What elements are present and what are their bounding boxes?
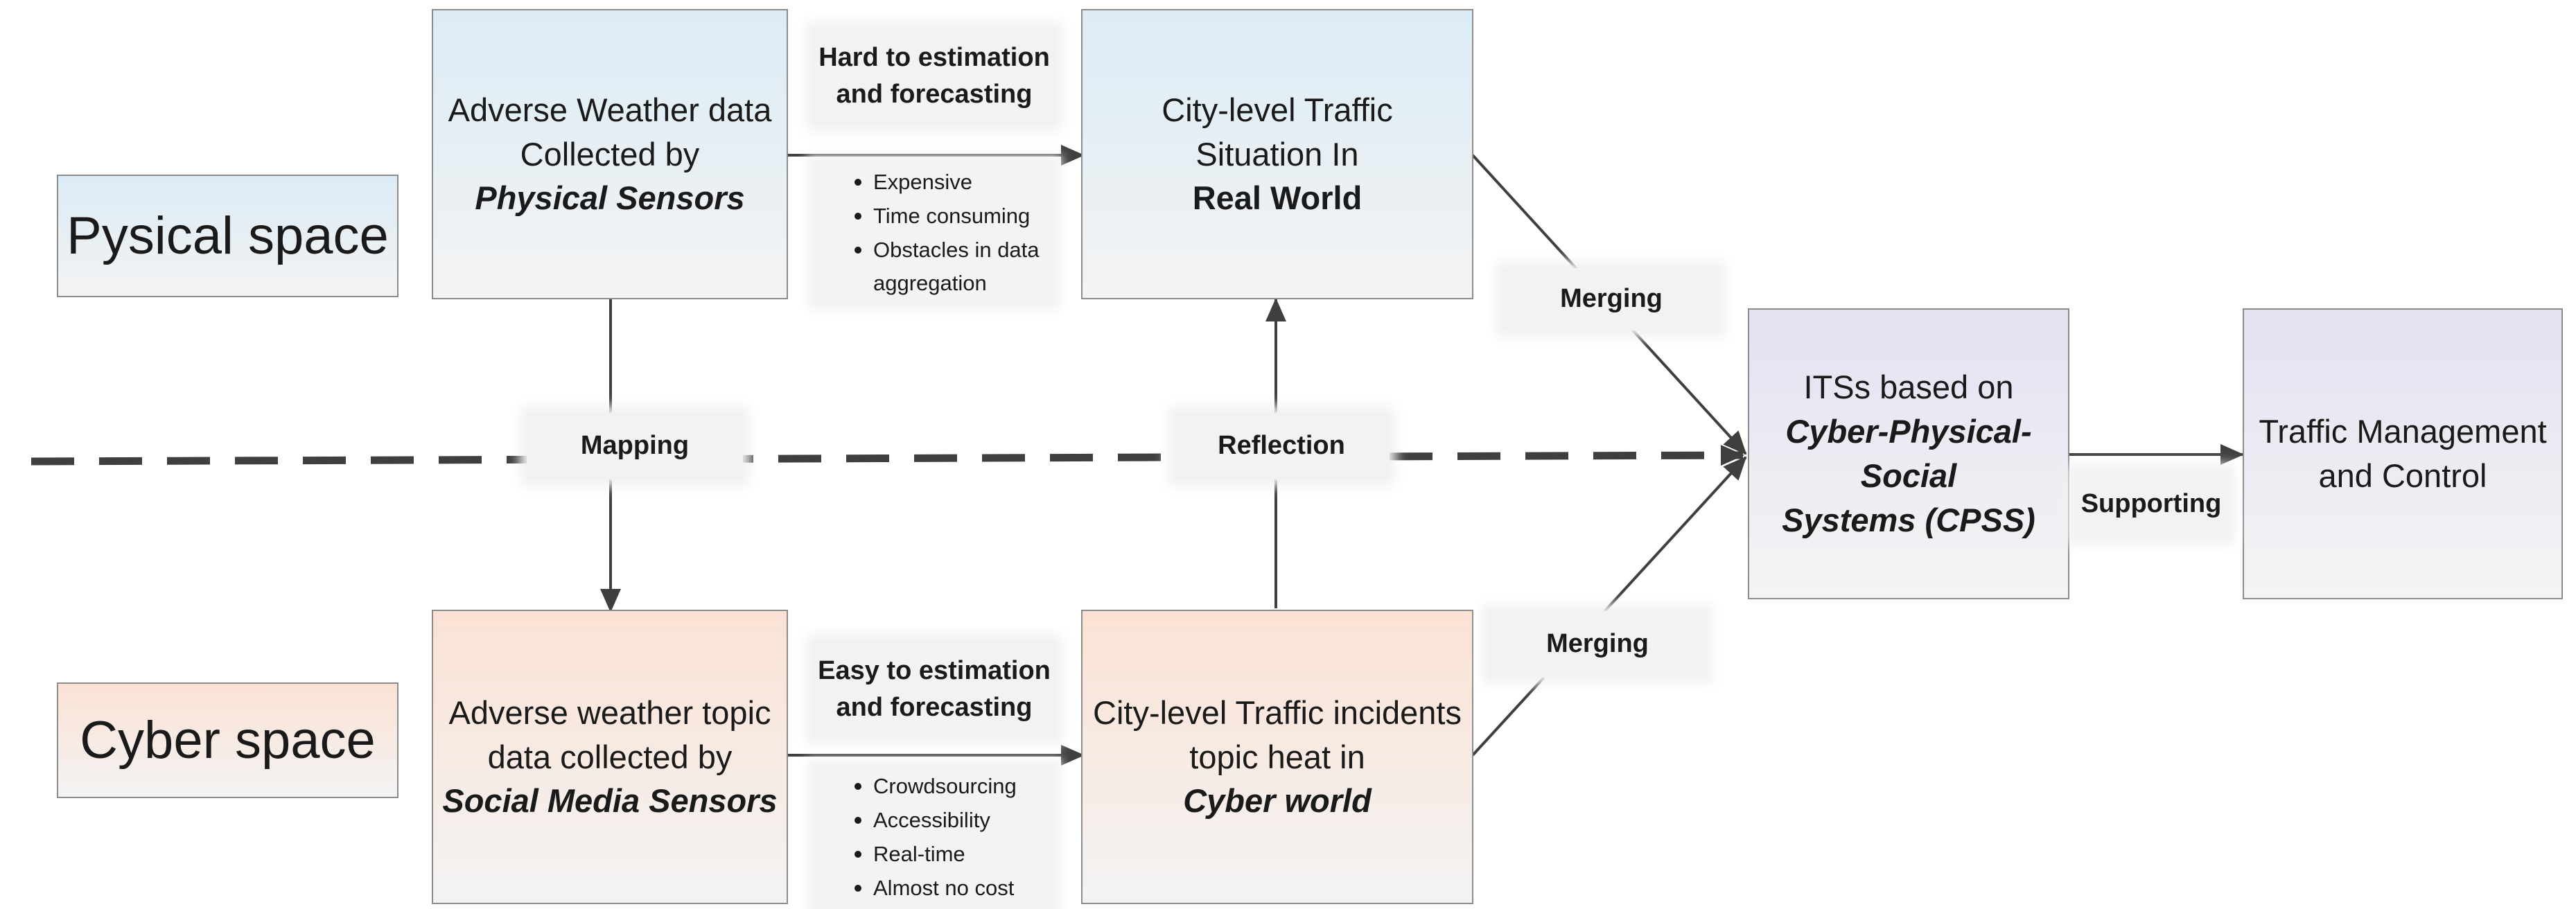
hard-estimation-reasons: Expensive Time consuming Obstacles in da…: [812, 161, 1056, 304]
cyber-world-box: City-level Traffic incidents topic heat …: [1081, 610, 1473, 904]
physical-cyber-divider: [30, 445, 1744, 466]
reflection-label: Reflection: [1174, 413, 1389, 479]
merging-bottom-arrow: [1471, 456, 1747, 757]
list-item: Obstacles in data aggregation: [873, 233, 1045, 300]
social-media-box: Adverse weather topic data collected by …: [432, 610, 788, 904]
list-item: Expensive: [873, 165, 1045, 199]
mapping-label: Mapping: [527, 413, 743, 479]
physical-space-label: Pysical space: [57, 175, 398, 297]
list-item: Time consuming: [873, 199, 1045, 233]
list-item: Accessibility: [873, 803, 1045, 837]
list-item: Crowdsourcing: [873, 769, 1045, 803]
hard-estimation-label: Hard to estimation and forecasting: [812, 28, 1056, 125]
supporting-label: Supporting: [2074, 471, 2228, 538]
traffic-management-box: Traffic Management and Control: [2243, 308, 2563, 599]
list-item: Almost no cost: [873, 871, 1045, 905]
merging-top-label: Merging: [1502, 268, 1720, 330]
merging-bottom-label: Merging: [1489, 611, 1706, 678]
cpss-box: ITSs based on Cyber-Physical-Social Syst…: [1748, 308, 2069, 599]
list-item: Real-time: [873, 837, 1045, 871]
real-world-box: City-level Traffic Situation In Real Wor…: [1081, 9, 1473, 299]
cyber-space-label: Cyber space: [57, 682, 398, 798]
weather-sensors-box: Adverse Weather data Collected by Physic…: [432, 9, 788, 299]
easy-estimation-label: Easy to estimation and forecasting: [812, 641, 1056, 738]
easy-estimation-reasons: Crowdsourcing Accessibility Real-time Al…: [812, 765, 1056, 909]
